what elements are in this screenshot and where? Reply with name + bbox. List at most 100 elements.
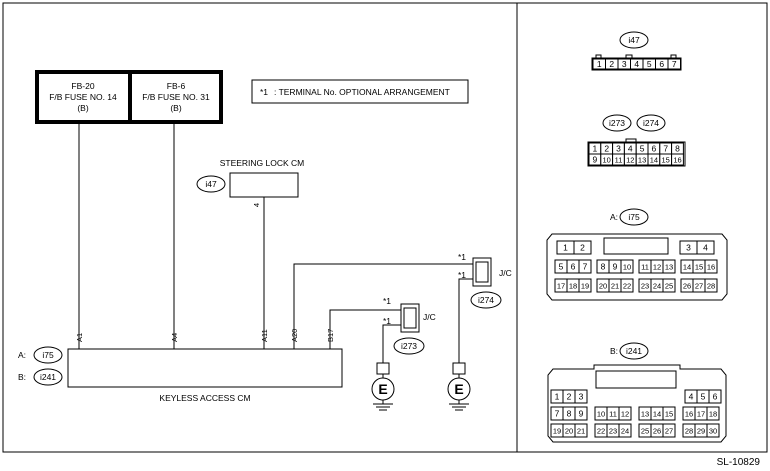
jc-star: *1 (383, 296, 391, 306)
fuse-desc: F/B FUSE NO. 14 (49, 92, 117, 102)
pin-label: 3 (579, 392, 584, 402)
pin-cell (706, 406, 720, 421)
pin-label: 16 (673, 156, 681, 165)
pin-label: 15 (695, 263, 703, 272)
connector-tag-text: i273 (401, 341, 417, 351)
pin-label: 4 (703, 243, 708, 253)
pin-label: 6 (713, 392, 718, 402)
fuse-tag: (B) (170, 103, 182, 113)
keyless-pin: A4 (170, 333, 179, 342)
pin-label: 10 (623, 263, 631, 272)
connector-name: i273 (609, 118, 625, 128)
connector-prefix: B: (610, 346, 618, 356)
pin-label: 20 (565, 427, 573, 436)
pin-label: 16 (707, 263, 715, 272)
pin-label: 1 (597, 59, 602, 69)
fuse-name: FB-6 (167, 81, 186, 91)
pin-label: 27 (695, 282, 703, 291)
pin-label: 13 (665, 263, 673, 272)
jc-star: *1 (383, 316, 391, 326)
pin-label: 14 (653, 410, 661, 419)
fuse-name: FB-20 (71, 81, 94, 91)
pin-label: 22 (597, 427, 605, 436)
pin-label: 22 (623, 282, 631, 291)
pin-label: 1 (563, 243, 568, 253)
connector-tag-i273 (393, 337, 425, 355)
steering-lock-pin: 4 (252, 203, 261, 207)
pin-cell (671, 153, 684, 166)
pin-label: 7 (583, 262, 588, 272)
connector-tag-i274 (470, 291, 502, 309)
pin-cell (620, 278, 634, 293)
joint-connector-i274: *1 *1 J/C i274 (458, 252, 512, 309)
connector-tag-i75 (33, 346, 63, 364)
pin-label: 14 (650, 156, 658, 165)
pin-cell (573, 240, 592, 255)
connector-name: i274 (643, 118, 659, 128)
pin-label: 28 (707, 282, 715, 291)
pin-cell (574, 389, 588, 404)
pin-cell (662, 406, 676, 421)
pin-label: 24 (621, 427, 629, 436)
jc-star: *1 (458, 252, 466, 262)
jc-label: J/C (423, 312, 436, 322)
pin-label: 5 (640, 144, 645, 154)
pin-label: 7 (555, 409, 560, 419)
keyless-pin: A20 (290, 329, 299, 342)
pin-label: 9 (579, 409, 584, 419)
connector-body (547, 364, 727, 443)
pin-label: 29 (697, 427, 705, 436)
ground-symbol: E (378, 381, 387, 397)
pin-cell (704, 278, 718, 293)
pin-label: 28 (685, 427, 693, 436)
pin-label: 25 (665, 282, 673, 291)
pin-label: 26 (683, 282, 691, 291)
pin-label: 8 (675, 144, 680, 154)
pin-label: 26 (653, 427, 661, 436)
pin-cell (662, 278, 676, 293)
keyless-pin: A1 (75, 333, 84, 342)
connector-tag-text: i274 (478, 295, 494, 305)
pin-cell (708, 389, 722, 404)
pin-label: 23 (609, 427, 617, 436)
connector-tag-i241 (33, 368, 63, 386)
keyless-pin: A11 (260, 329, 269, 342)
pin-cell (696, 240, 715, 255)
pin-cell (662, 423, 676, 438)
pin-label: 5 (647, 59, 652, 69)
jc-label: J/C (499, 268, 512, 278)
pin-label: 14 (683, 263, 691, 272)
steering-lock-box (229, 172, 299, 198)
connector-tag-text: i75 (42, 350, 54, 360)
pin-label: 13 (641, 410, 649, 419)
pin-cell (667, 58, 681, 70)
wires (78, 122, 473, 363)
steering-lock-label: STEERING LOCK CM (220, 158, 305, 168)
pin-label: 11 (641, 263, 649, 272)
connector-latch (595, 370, 677, 389)
ground-left: E (371, 362, 395, 411)
pin-label: 2 (567, 392, 572, 402)
joint-connector-i273: *1 *1 J/C i273 (383, 296, 436, 355)
diagram-id: SL-10829 (717, 457, 761, 468)
pin-label: 1 (555, 392, 560, 402)
pin-label: 7 (672, 59, 677, 69)
pin-label: 21 (577, 427, 585, 436)
pin-cell (706, 423, 720, 438)
pin-cell (578, 259, 592, 274)
pin-label: 9 (613, 262, 618, 272)
pin-label: 20 (599, 282, 607, 291)
pin-label: 19 (553, 427, 561, 436)
pin-label: 4 (689, 392, 694, 402)
connector-latch (603, 237, 669, 255)
pin-cell (574, 406, 588, 421)
connector-name: i75 (628, 212, 640, 222)
pin-label: 17 (557, 282, 565, 291)
connector-name: i241 (626, 346, 642, 356)
pin-label: 3 (686, 243, 691, 253)
